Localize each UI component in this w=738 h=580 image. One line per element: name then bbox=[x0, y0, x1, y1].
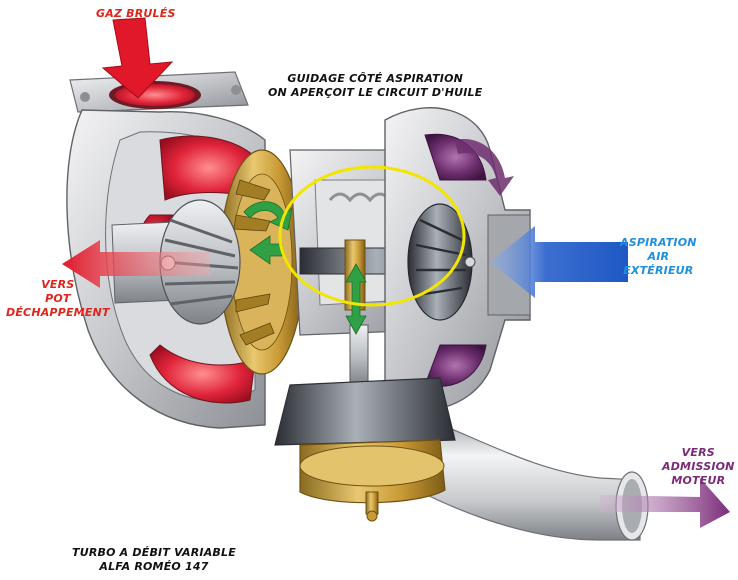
engine-intake-line2: ADMISSION bbox=[662, 460, 735, 473]
caption-label: TURBO A DÉBIT VARIABLE ALFA ROMÉO 147 bbox=[72, 546, 236, 574]
arrow-right-icon bbox=[600, 478, 730, 528]
exhaust-in-label: GAZ BRULÉS bbox=[96, 7, 176, 21]
air-intake-line3: EXTÉRIEUR bbox=[623, 264, 694, 277]
arrow-down-icon bbox=[101, 17, 174, 99]
caption-line2: ALFA ROMÉO 147 bbox=[99, 560, 209, 573]
highlight-ellipse bbox=[278, 165, 466, 307]
vgt-actuator bbox=[274, 324, 456, 522]
guidance-note-line2: ON APERÇOIT LE CIRCUIT D'HUILE bbox=[268, 86, 483, 99]
double-arrow-icon bbox=[345, 263, 367, 335]
arrow-left-icon bbox=[62, 240, 210, 288]
exhaust-out-line2: POT bbox=[45, 292, 71, 305]
variable-geometry-vanes bbox=[219, 149, 305, 375]
arrow-left-icon bbox=[490, 226, 628, 298]
air-intake-label: ASPIRATION AIR EXTÉRIEUR bbox=[620, 236, 697, 278]
exhaust-out-label: VERS POT DÉCHAPPEMENT bbox=[6, 278, 110, 320]
guidance-note-line1: GUIDAGE CÔTÉ ASPIRATION bbox=[287, 72, 464, 85]
exhaust-out-line3: DÉCHAPPEMENT bbox=[6, 306, 110, 319]
caption-line1: TURBO A DÉBIT VARIABLE bbox=[72, 546, 236, 559]
exhaust-out-line1: VERS bbox=[41, 278, 75, 291]
engine-intake-line3: MOTEUR bbox=[671, 474, 726, 487]
engine-intake-label: VERS ADMISSION MOTEUR bbox=[662, 446, 735, 488]
air-intake-line2: AIR bbox=[647, 250, 670, 263]
exhaust-in-text: GAZ BRULÉS bbox=[96, 7, 176, 20]
engine-intake-line1: VERS bbox=[681, 446, 715, 459]
air-intake-line1: ASPIRATION bbox=[620, 236, 697, 249]
arrow-right-icon bbox=[455, 139, 514, 196]
guidance-note-label: GUIDAGE CÔTÉ ASPIRATION ON APERÇOIT LE C… bbox=[268, 72, 482, 100]
compressor-wheel bbox=[407, 203, 476, 321]
exhaust-inlet-flange bbox=[69, 71, 249, 113]
